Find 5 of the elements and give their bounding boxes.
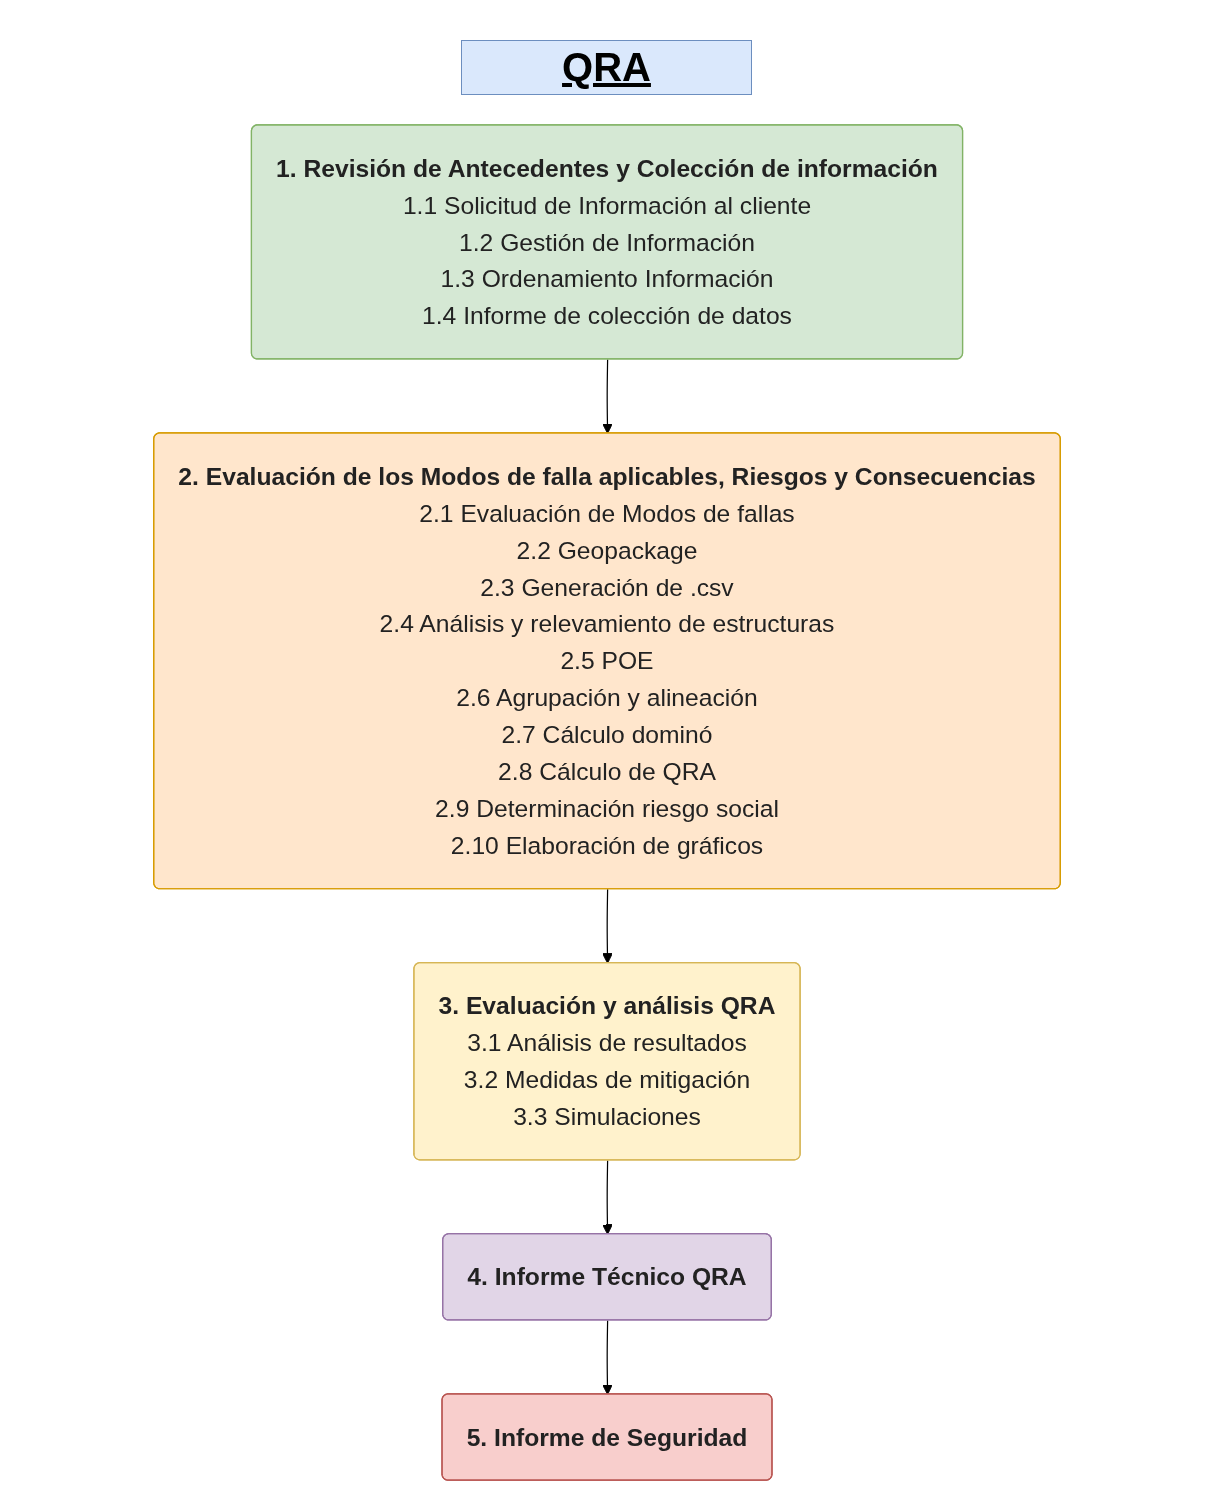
arrow [601, 1159, 613, 1235]
arrow [601, 358, 613, 434]
title: QRA [461, 40, 752, 95]
arrow [601, 888, 613, 964]
arrow [601, 1319, 613, 1395]
